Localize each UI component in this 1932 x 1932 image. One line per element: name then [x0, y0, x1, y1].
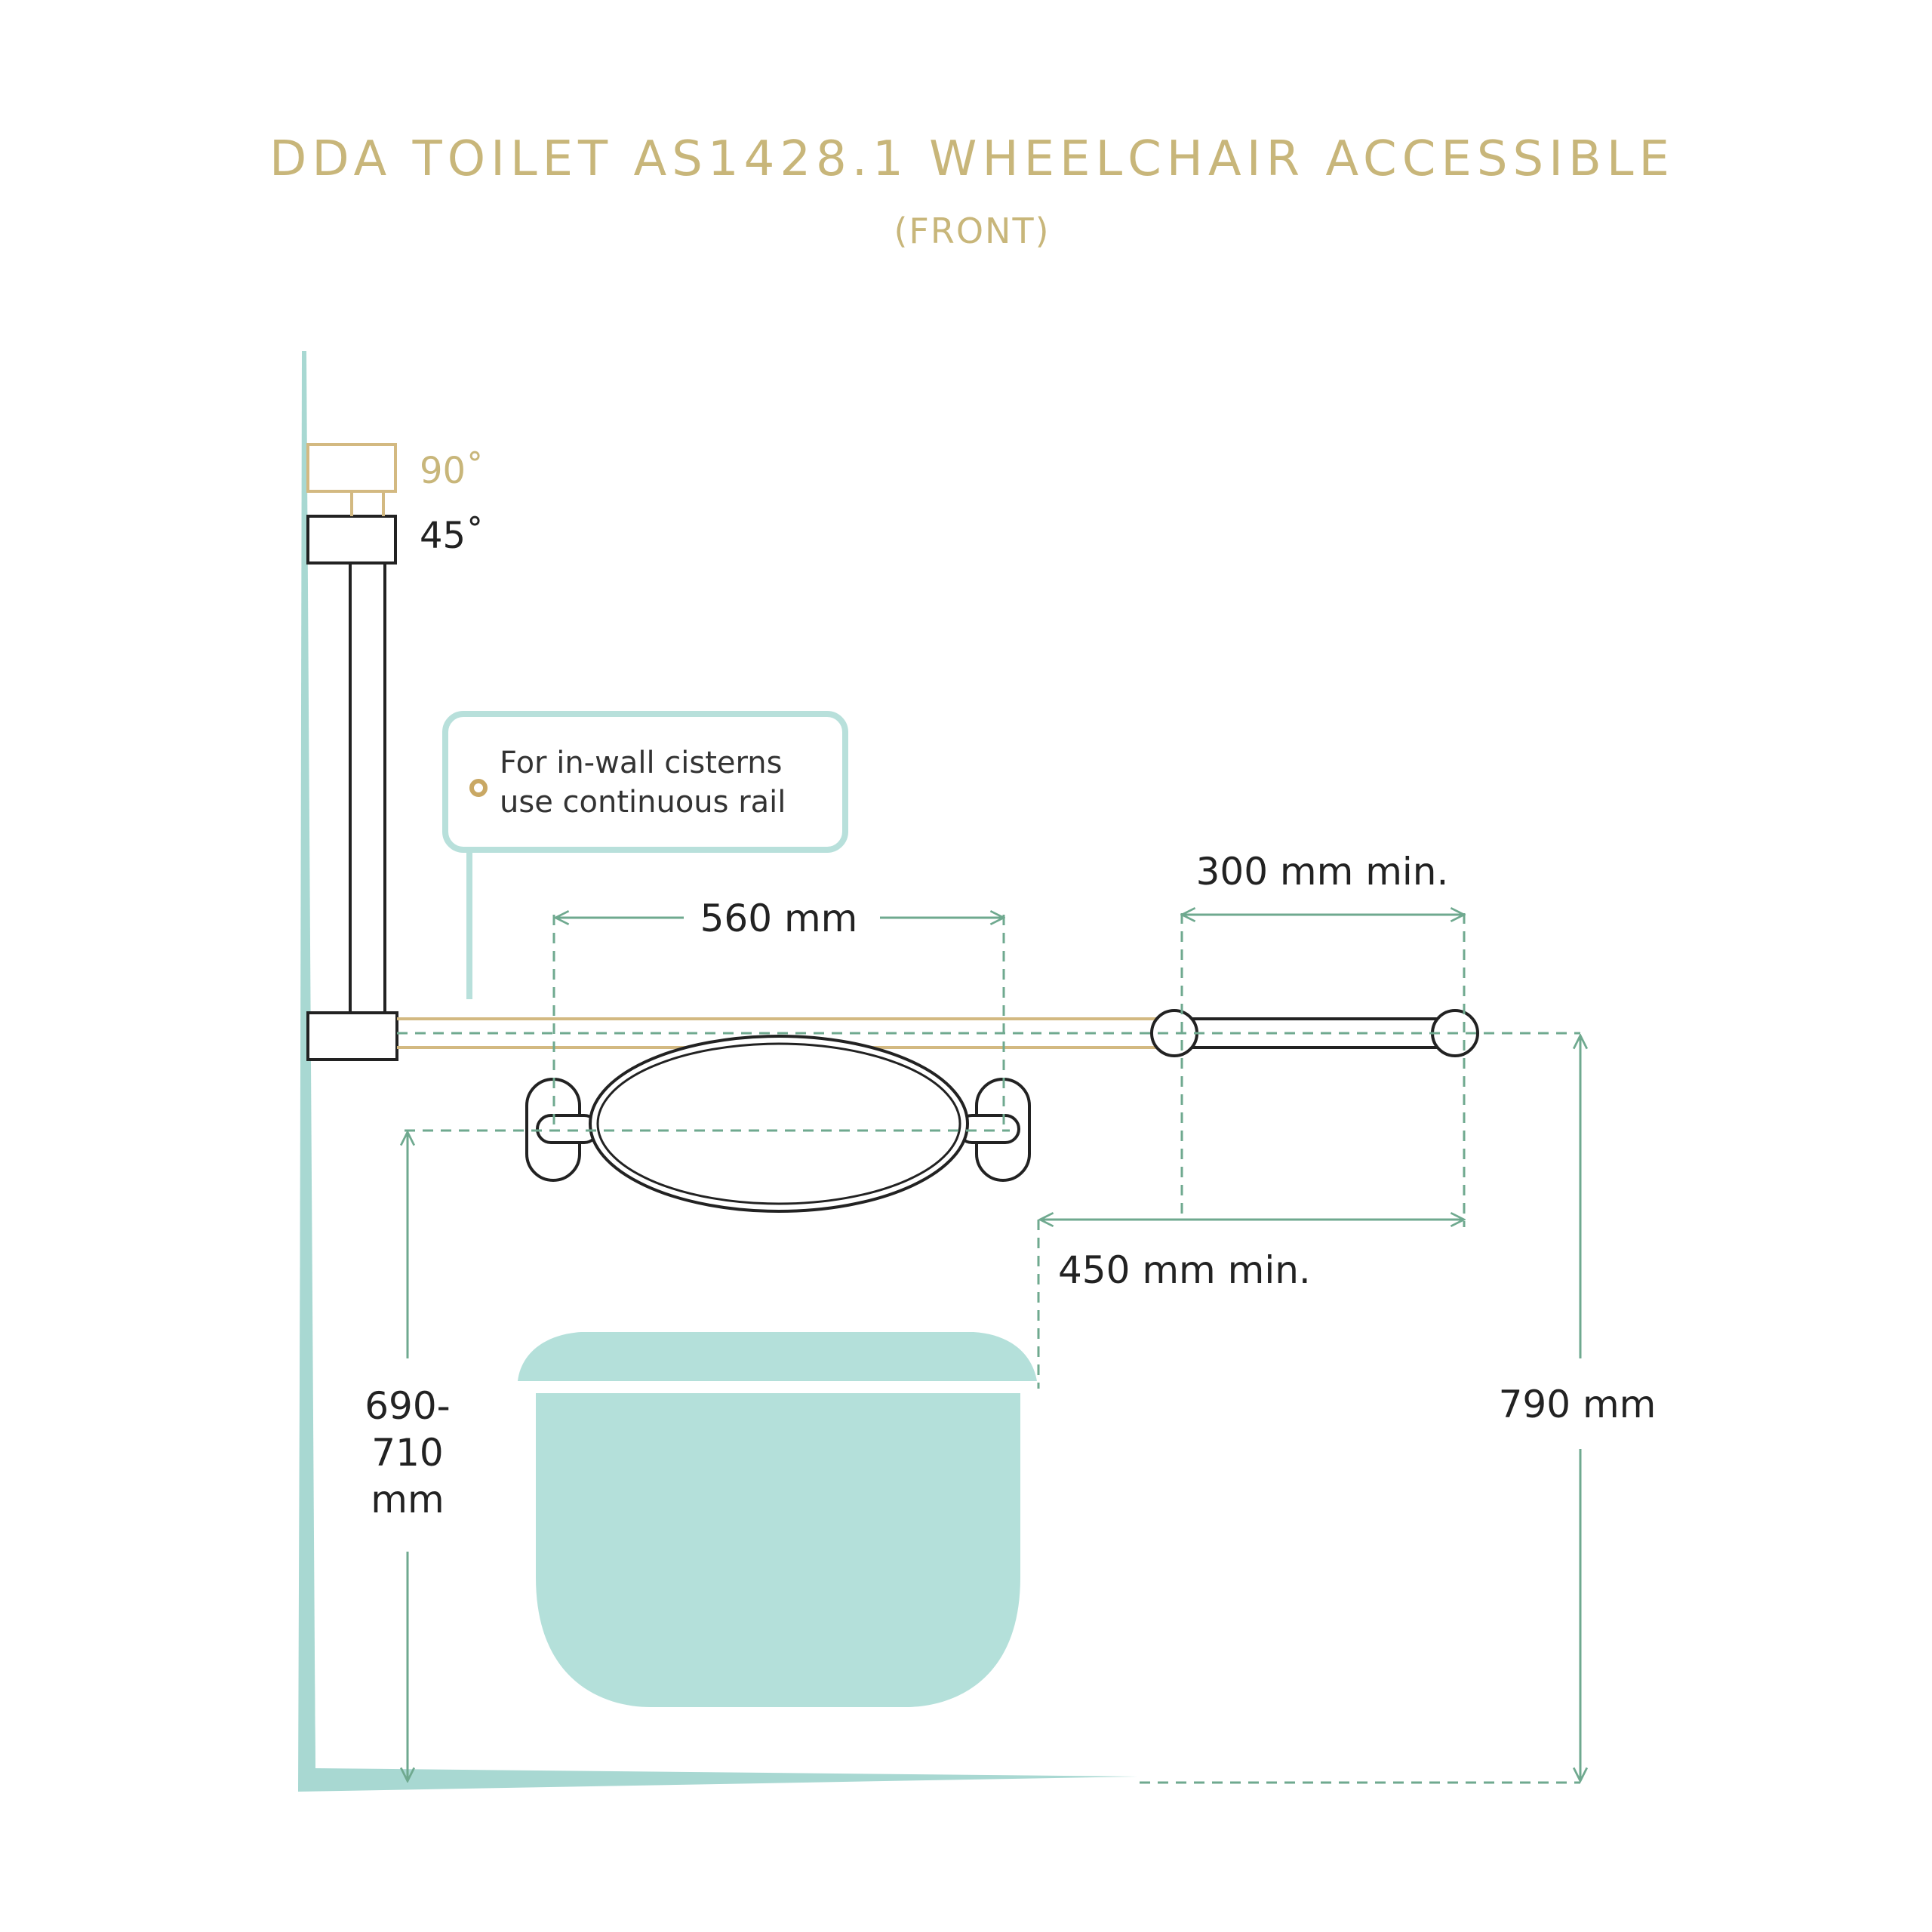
wall-line — [299, 351, 315, 1792]
offset-label: 450 mm min. — [1058, 1248, 1311, 1292]
note-line-2: use continuous rail — [500, 785, 786, 820]
seat-height-label-line-3: mm — [371, 1478, 444, 1521]
vertical-rail-upper-mount — [306, 515, 397, 565]
mount-90-degree — [306, 443, 397, 493]
toilet-seat-outer — [589, 1035, 969, 1213]
diagram-title: DDA TOILET AS1428.1 WHEELCHAIR ACCESSIBL… — [269, 131, 1675, 187]
seat-width-label: 560 mm — [700, 897, 858, 940]
note-callout-box — [442, 711, 848, 853]
toilet-seat-inner — [596, 1042, 961, 1205]
seat-height-label-line-1: 690- — [365, 1384, 450, 1428]
dimension-arrows — [408, 915, 1580, 1781]
diagram-subtitle: (FRONT) — [894, 211, 1050, 251]
vertical-rail-bar — [349, 561, 386, 1014]
toilet-lid — [518, 1332, 1037, 1381]
rail-height-label: 790 mm — [1499, 1383, 1657, 1426]
note-line-1: For in-wall cisterns — [500, 746, 782, 780]
seat-hinge-bar-left — [536, 1114, 599, 1144]
toilet-bowl — [536, 1393, 1020, 1707]
angle-90-label: 90˚ — [420, 450, 484, 492]
reference-lines — [397, 913, 1580, 1784]
note-bullet-icon — [469, 779, 488, 797]
seat-height-label-line-2: 710 — [371, 1431, 443, 1475]
rail-length-label: 300 mm min. — [1196, 850, 1449, 894]
angle-45-label: 45˚ — [420, 515, 484, 557]
vertical-rail-lower-mount — [306, 1011, 398, 1061]
